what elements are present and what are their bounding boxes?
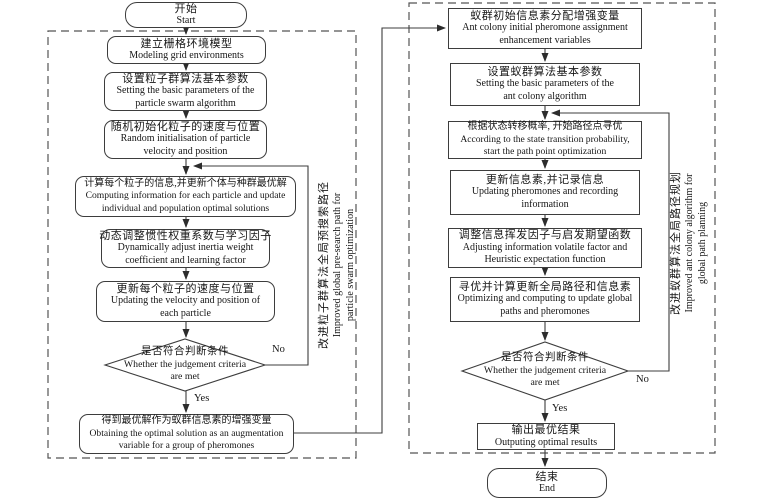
left-phase-dashed-box xyxy=(47,30,357,459)
left-phase-caption-en: Improved global pre-search path for part… xyxy=(331,192,356,338)
output-results-zh: 输出最优结果 xyxy=(511,424,581,436)
random-init-en: Random initialisation of particle veloci… xyxy=(120,133,251,157)
aco-params-en: Setting the basic parameters of the ant … xyxy=(475,78,614,102)
compute-particles-en: Computing information for each particle … xyxy=(85,190,286,214)
aco-init-pheromone-zh: 蚁群初始信息素分配增强变量 xyxy=(470,9,620,22)
random-init-zh: 随机初始化粒子的速度与位置 xyxy=(110,120,261,133)
update-particles-step: 更新每个粒子的速度与位置 Updating the velocity and p… xyxy=(96,281,275,322)
pso-params-en: Setting the basic parameters of the part… xyxy=(116,85,255,109)
update-pheromones-zh: 更新信息素,并记录信息 xyxy=(485,173,605,186)
start-terminal: 开始 Start xyxy=(125,2,247,28)
adjust-volatile-zh: 调整信息挥发因子与启发期望函数 xyxy=(458,229,632,242)
optimal-augmentation-en: Obtaining the optimal solution as an aug… xyxy=(89,427,284,452)
right-no-label: No xyxy=(636,374,649,385)
state-transition-step: 根据状态转移概率, 开始路径点寻优 According to the state… xyxy=(448,121,642,159)
adjust-inertia-en: Dynamically adjust inertia weight coeffi… xyxy=(117,242,254,266)
output-results-en: Outputing optimal results xyxy=(494,436,598,448)
left-decision-diamond-shape xyxy=(103,338,267,392)
right-decision-text: 是否符合判断条件 Whether the judgement criteria … xyxy=(465,351,625,391)
pso-params-zh: 设置粒子群算法基本参数 xyxy=(122,72,249,85)
output-results-step: 输出最优结果 Outputing optimal results xyxy=(477,423,615,450)
optimal-augmentation-zh: 得到最优解作为蚁群信息素的增强变量 xyxy=(101,415,272,427)
grid-model-step: 建立栅格环境模型 Modeling grid environments xyxy=(107,36,266,64)
adjust-inertia-step: 动态调整惯性权重系数与学习因子 Dynamically adjust inert… xyxy=(99,229,272,268)
left-phase-caption: 改进粒子群算法全局预搜索路径 Improved global pre-searc… xyxy=(317,180,357,350)
right-phase-caption-zh: 改进蚁群算法全局路径规划 xyxy=(669,171,682,315)
update-global-paths-en: Optimizing and computing to update globa… xyxy=(457,293,633,317)
right-yes-label: Yes xyxy=(552,403,568,414)
aco-params-zh: 设置蚁群算法基本参数 xyxy=(487,65,603,78)
adjust-inertia-zh: 动态调整惯性权重系数与学习因子 xyxy=(99,229,272,242)
left-phase-caption-zh: 改进粒子群算法全局预搜索路径 xyxy=(317,181,330,349)
update-pheromones-en: Updating pheromones and recording inform… xyxy=(471,186,619,210)
optimal-augmentation-step: 得到最优解作为蚁群信息素的增强变量 Obtaining the optimal … xyxy=(79,414,294,454)
adjust-volatile-step: 调整信息挥发因子与启发期望函数 Adjusting information vo… xyxy=(448,228,642,268)
right-decision-zh: 是否符合判断条件 xyxy=(501,352,589,364)
update-global-paths-zh: 寻优并计算更新全局路径和信息素 xyxy=(458,280,632,293)
left-decision-en: Whether the judgement criteria are met xyxy=(123,358,247,383)
right-phase-caption: 改进蚁群算法全局路径规划 Improved ant colony algorit… xyxy=(669,163,709,323)
end-label-en: End xyxy=(538,483,556,494)
compute-particles-step: 计算每个粒子的信息,并更新个体与种群最优解 Computing informat… xyxy=(75,176,296,217)
pso-params-step: 设置粒子群算法基本参数 Setting the basic parameters… xyxy=(104,72,267,111)
aco-params-step: 设置蚁群算法基本参数 Setting the basic parameters … xyxy=(450,63,640,106)
state-transition-en: According to the state transition probab… xyxy=(460,133,630,158)
update-particles-zh: 更新每个粒子的速度与位置 xyxy=(116,282,255,295)
end-terminal: 结束 End xyxy=(487,468,607,498)
update-pheromones-step: 更新信息素,并记录信息 Updating pheromones and reco… xyxy=(450,170,640,215)
left-no-label: No xyxy=(272,344,285,355)
left-decision-zh: 是否符合判断条件 xyxy=(141,346,229,358)
right-decision-diamond-shape xyxy=(460,341,630,401)
state-transition-zh: 根据状态转移概率, 开始路径点寻优 xyxy=(467,121,623,133)
right-phase-dashed-box xyxy=(408,2,716,454)
flow-arrows xyxy=(182,24,670,467)
right-decision-en: Whether the judgement criteria are met xyxy=(483,364,607,389)
left-yes-label: Yes xyxy=(194,393,210,404)
start-label-zh: 开始 xyxy=(174,2,198,15)
right-phase-caption-en: Improved ant colony algorithm for global… xyxy=(683,173,708,313)
adjust-volatile-en: Adjusting information volatile factor an… xyxy=(462,241,628,266)
compute-particles-zh: 计算每个粒子的信息,并更新个体与种群最优解 xyxy=(84,177,287,189)
left-decision-text: 是否符合判断条件 Whether the judgement criteria … xyxy=(105,345,265,385)
update-global-paths-step: 寻优并计算更新全局路径和信息素 Optimizing and computing… xyxy=(450,277,640,322)
random-init-step: 随机初始化粒子的速度与位置 Random initialisation of p… xyxy=(104,120,267,159)
start-label-en: Start xyxy=(176,15,196,26)
grid-model-en: Modeling grid environments xyxy=(129,50,244,61)
aco-init-pheromone-en: Ant colony initial pheromone assignment … xyxy=(462,22,628,46)
end-label-zh: 结束 xyxy=(535,470,559,483)
grid-model-zh: 建立栅格环境模型 xyxy=(140,37,233,50)
update-particles-en: Updating the velocity and position of ea… xyxy=(110,295,261,319)
aco-init-pheromone-step: 蚁群初始信息素分配增强变量 Ant colony initial pheromo… xyxy=(448,8,642,49)
